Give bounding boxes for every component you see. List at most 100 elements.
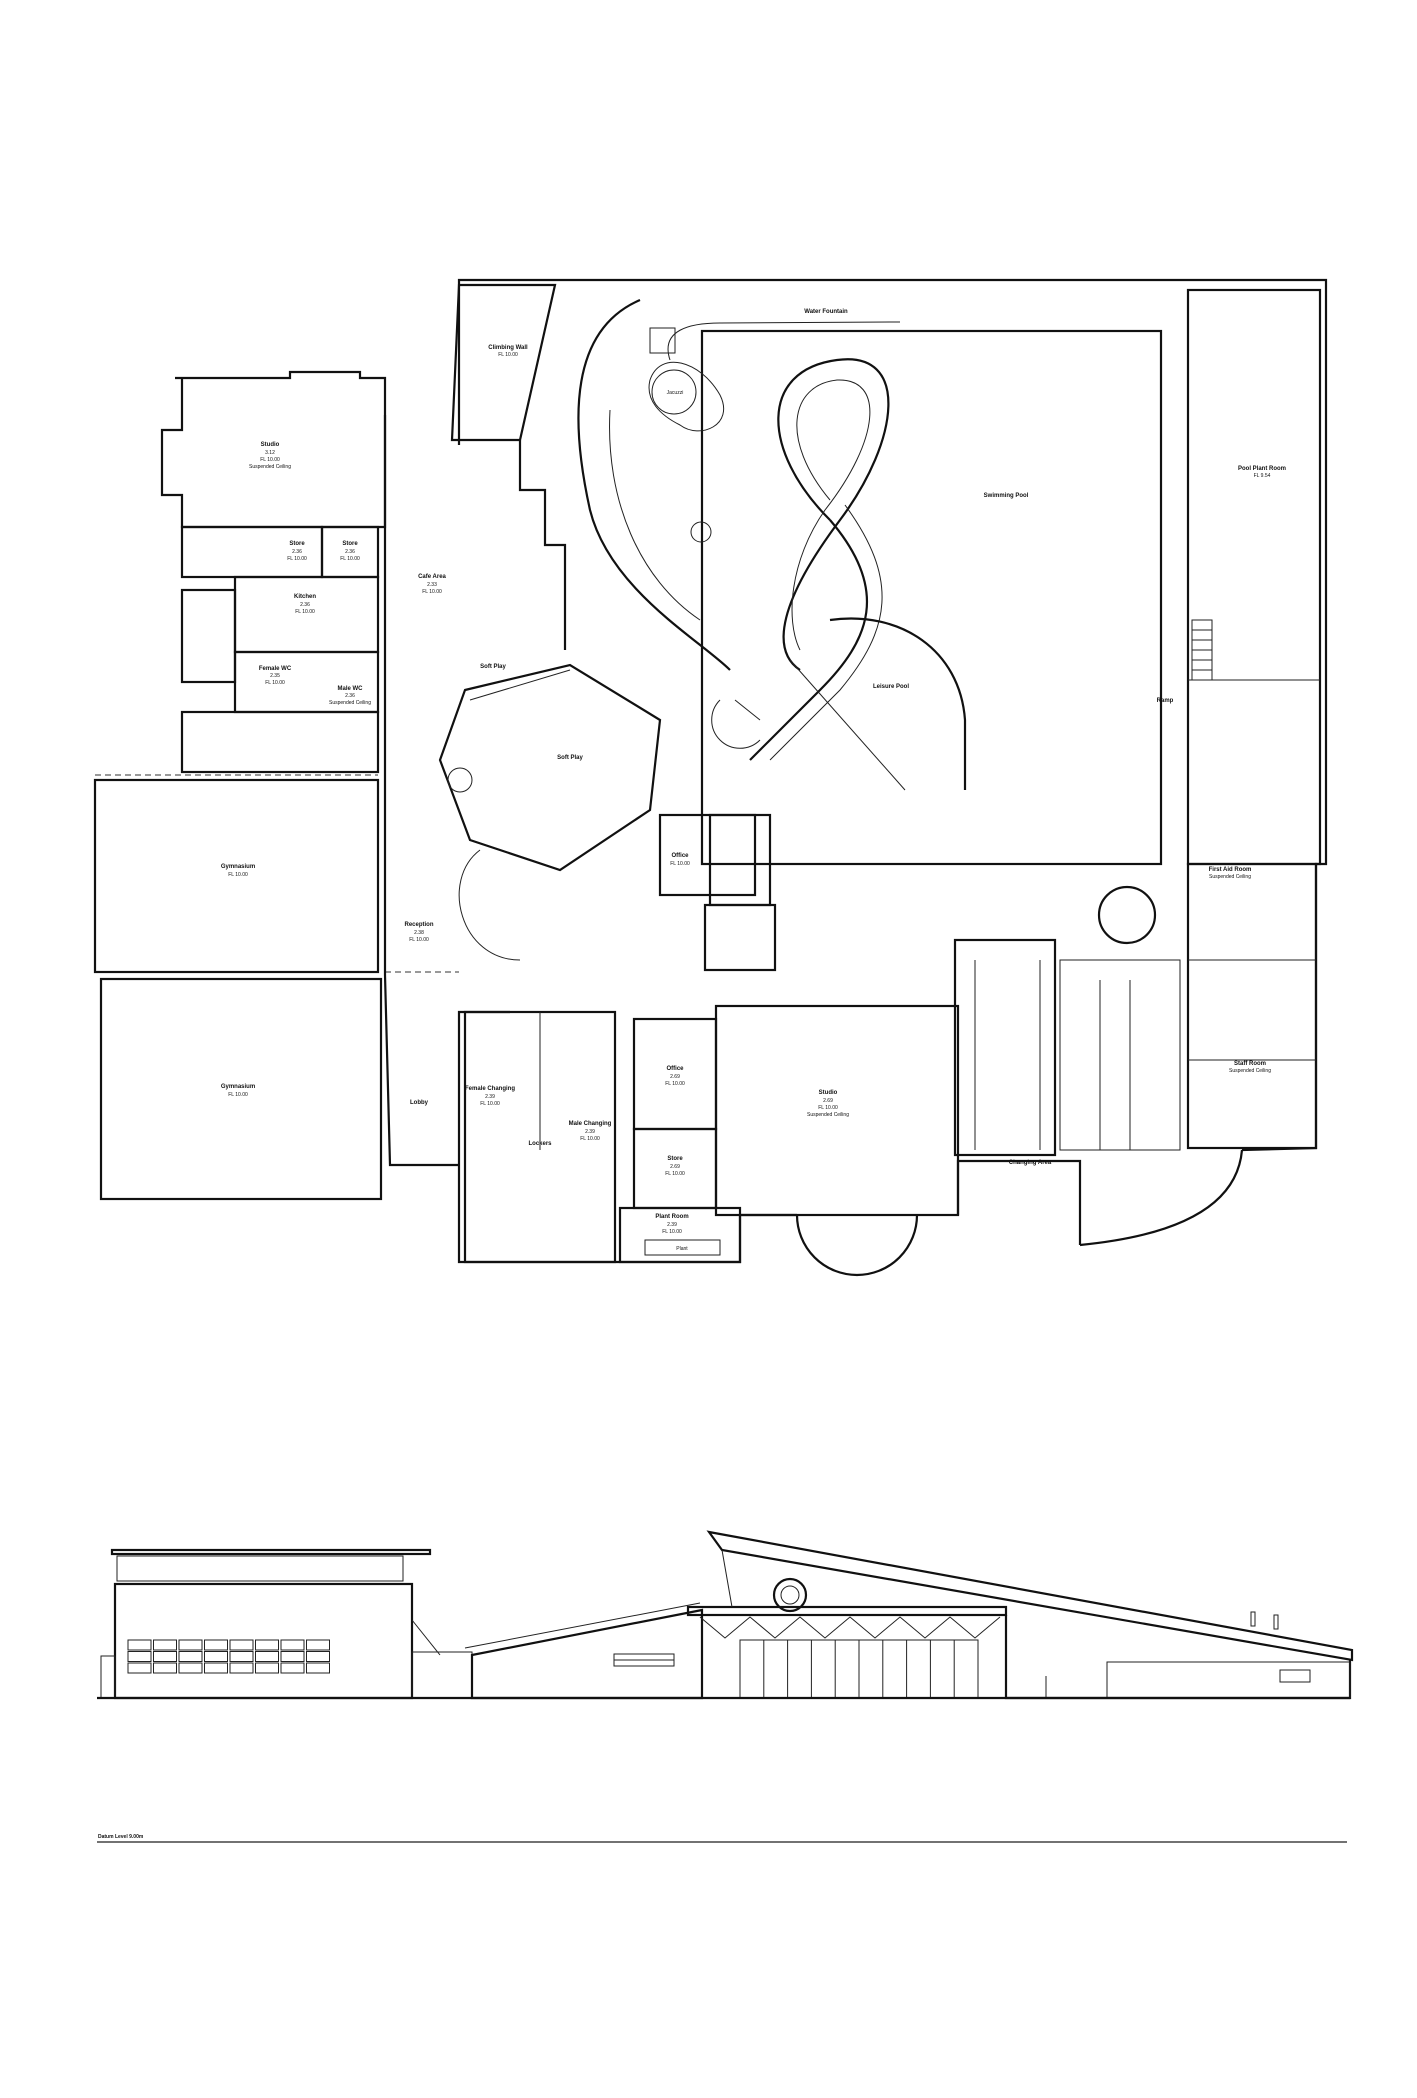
left-block-roof bbox=[110, 1548, 432, 1556]
room-code: 2.36 bbox=[345, 693, 355, 699]
room-level: FL 10.00 bbox=[340, 556, 360, 562]
jacuzzi-surround bbox=[648, 361, 725, 432]
room-code: 2.33 bbox=[427, 582, 437, 588]
left-block-wall bbox=[113, 1582, 414, 1700]
room-note: Suspended Ceiling bbox=[249, 464, 291, 470]
east-wing-bottom bbox=[956, 1159, 1082, 1245]
plant-room-box bbox=[618, 1206, 742, 1264]
floor-plan bbox=[93, 278, 1328, 1277]
left-block-upper bbox=[116, 1555, 404, 1582]
room-label: Lobby bbox=[410, 1100, 429, 1106]
office-upper-room bbox=[658, 813, 757, 897]
window-pane bbox=[204, 1639, 228, 1651]
room-label: Studio bbox=[819, 1090, 838, 1096]
room-label: Jacuzzi bbox=[667, 390, 684, 396]
room-label: Cafe Area bbox=[418, 574, 446, 580]
room-code: 2.69 bbox=[670, 1074, 680, 1080]
slide-steps bbox=[711, 699, 761, 749]
store-upper-room bbox=[708, 813, 772, 907]
room-level: FL 10.00 bbox=[287, 556, 307, 562]
room-code: 2.35 bbox=[270, 673, 280, 679]
curved-pool-wall-inner bbox=[609, 409, 701, 621]
room-code: 2.36 bbox=[300, 602, 310, 608]
room-label: Male WC bbox=[337, 686, 363, 692]
room-label: Lockers bbox=[528, 1141, 552, 1147]
suspended-ceiling-room bbox=[703, 903, 777, 972]
main-outer-wall bbox=[457, 278, 1328, 1152]
changing-cubicles bbox=[953, 938, 1181, 1157]
window-pane bbox=[229, 1662, 254, 1674]
mh-box bbox=[649, 327, 676, 354]
room-label: Pool Plant Room bbox=[1238, 466, 1286, 472]
room-label: Staff Room bbox=[1234, 1061, 1266, 1067]
middle-roof-fascia bbox=[464, 1602, 701, 1649]
room-level: FL 10.00 bbox=[670, 861, 690, 867]
room-label: Female WC bbox=[259, 666, 292, 672]
window-pane bbox=[255, 1639, 279, 1651]
room-label: Office bbox=[666, 1066, 684, 1072]
pool-plant-room-box bbox=[1186, 288, 1322, 866]
room-label: Gymnasium bbox=[221, 864, 255, 870]
room-label: Soft Play bbox=[557, 755, 583, 761]
south-wall bbox=[457, 1010, 797, 1264]
room-label: Store bbox=[289, 541, 305, 547]
water-channel bbox=[667, 321, 901, 361]
link-canopy bbox=[411, 1619, 441, 1656]
room-label: Plant Room bbox=[655, 1214, 688, 1220]
room-code: 2.36 bbox=[345, 549, 355, 555]
main-roof bbox=[706, 1530, 1354, 1662]
stair-core bbox=[180, 710, 380, 774]
stepped-wall bbox=[518, 440, 567, 650]
room-label: Store bbox=[342, 541, 358, 547]
window-pane bbox=[204, 1662, 228, 1674]
room-level: FL 9.54 bbox=[1254, 473, 1271, 479]
room-code: 2.39 bbox=[667, 1222, 677, 1228]
window-pane bbox=[153, 1651, 177, 1662]
jacuzzi bbox=[651, 369, 697, 415]
window-pane bbox=[306, 1662, 330, 1674]
room-level: FL 10.00 bbox=[818, 1105, 838, 1111]
room-label: Soft Play bbox=[480, 664, 506, 670]
window-pane bbox=[178, 1639, 203, 1651]
gymnasium-2 bbox=[99, 977, 383, 1201]
room-code: 2.69 bbox=[670, 1164, 680, 1170]
room-level: FL 10.00 bbox=[480, 1101, 500, 1107]
room-code: 2.39 bbox=[485, 1094, 495, 1100]
main-roof-support bbox=[721, 1549, 733, 1608]
chimney-1 bbox=[1250, 1611, 1256, 1627]
room-note: Suspended Ceiling bbox=[1229, 1068, 1271, 1074]
room-label: Changing Area bbox=[1009, 1160, 1052, 1166]
room-level: FL 10.00 bbox=[228, 872, 248, 878]
window-pane bbox=[127, 1662, 152, 1674]
room-label: Office bbox=[671, 853, 689, 859]
room-label: Ramp bbox=[1157, 698, 1174, 704]
room-label: First Aid Room bbox=[1209, 867, 1252, 873]
room-labels: Climbing Wall FL 10.00 Water Fountain Ja… bbox=[221, 309, 1286, 1252]
room-note: Suspended Ceiling bbox=[329, 700, 371, 706]
window-pane bbox=[229, 1651, 254, 1662]
window-pane bbox=[306, 1639, 330, 1651]
roof-emblem bbox=[772, 1577, 808, 1613]
room-note: Suspended Ceiling bbox=[1209, 874, 1251, 880]
room-level: FL 10.00 bbox=[228, 1092, 248, 1098]
window-pane bbox=[255, 1651, 279, 1662]
room-label: Reception bbox=[404, 922, 433, 928]
entrance-mullions bbox=[763, 1640, 955, 1698]
window-pane bbox=[178, 1662, 203, 1674]
window-pane bbox=[127, 1651, 152, 1662]
room-level: FL 10.00 bbox=[409, 937, 429, 943]
room-label: Swimming Pool bbox=[984, 493, 1029, 499]
east-wall bbox=[1004, 1615, 1352, 1700]
datum-label: Datum Level 9.00m bbox=[98, 1834, 144, 1840]
room-level: FL 10.00 bbox=[265, 680, 285, 686]
climbing-wall-room bbox=[450, 283, 557, 442]
room-note: Suspended Ceiling bbox=[807, 1112, 849, 1118]
soft-play-room bbox=[438, 663, 662, 872]
rotunda bbox=[1097, 885, 1157, 945]
window-pane bbox=[153, 1662, 177, 1674]
room-level: FL 10.00 bbox=[665, 1171, 685, 1177]
room-code: 2.69 bbox=[823, 1098, 833, 1104]
window-pane bbox=[280, 1639, 305, 1651]
room-code: 3.12 bbox=[265, 450, 275, 456]
